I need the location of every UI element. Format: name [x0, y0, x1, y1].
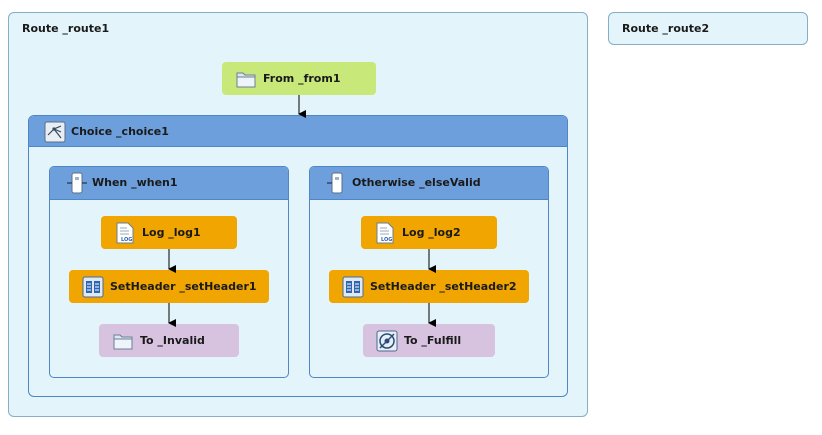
- setheader1-node[interactable]: SetHeader _setHeader1: [69, 270, 269, 303]
- log2-label: Log _log2: [402, 226, 461, 239]
- from-node[interactable]: From _from1: [222, 62, 376, 95]
- choice-label: Choice _choice1: [71, 125, 169, 138]
- log-icon: LOG: [116, 222, 134, 243]
- svg-text:LOG: LOG: [121, 237, 132, 243]
- route-title: Route _route1: [22, 22, 110, 35]
- when-label: When _when1: [92, 176, 178, 189]
- to-fulfill-node[interactable]: To _Fulfill: [363, 324, 495, 357]
- when-icon: [67, 172, 87, 194]
- log2-node[interactable]: LOG Log _log2: [361, 216, 497, 249]
- to-fulfill-label: To _Fulfill: [404, 334, 462, 347]
- to-invalid-node[interactable]: To _Invalid: [99, 324, 239, 357]
- from-label: From _from1: [263, 72, 341, 85]
- setheader-icon: [82, 276, 104, 297]
- route-title: Route _route2: [622, 22, 710, 35]
- endpoint-icon: [376, 330, 398, 351]
- folder-icon: [236, 72, 256, 87]
- log-icon: LOG: [376, 222, 394, 243]
- when-header: When _when1: [50, 167, 288, 200]
- folder-icon: [113, 334, 133, 349]
- svg-text:LOG: LOG: [381, 237, 392, 243]
- choice-header: Choice _choice1: [29, 116, 567, 147]
- choice-icon: [44, 121, 66, 143]
- to-invalid-label: To _Invalid: [140, 334, 205, 347]
- log1-node[interactable]: LOG Log _log1: [101, 216, 237, 249]
- route-route2[interactable]: Route _route2: [608, 12, 808, 45]
- log1-label: Log _log1: [142, 226, 201, 239]
- otherwise-label: Otherwise _elseValid: [352, 176, 481, 189]
- otherwise-header: Otherwise _elseValid: [310, 167, 548, 200]
- setheader2-node[interactable]: SetHeader _setHeader2: [329, 270, 529, 303]
- setheader-icon: [342, 276, 364, 297]
- setheader1-label: SetHeader _setHeader1: [110, 280, 257, 293]
- otherwise-icon: [327, 172, 343, 194]
- setheader2-label: SetHeader _setHeader2: [370, 280, 517, 293]
